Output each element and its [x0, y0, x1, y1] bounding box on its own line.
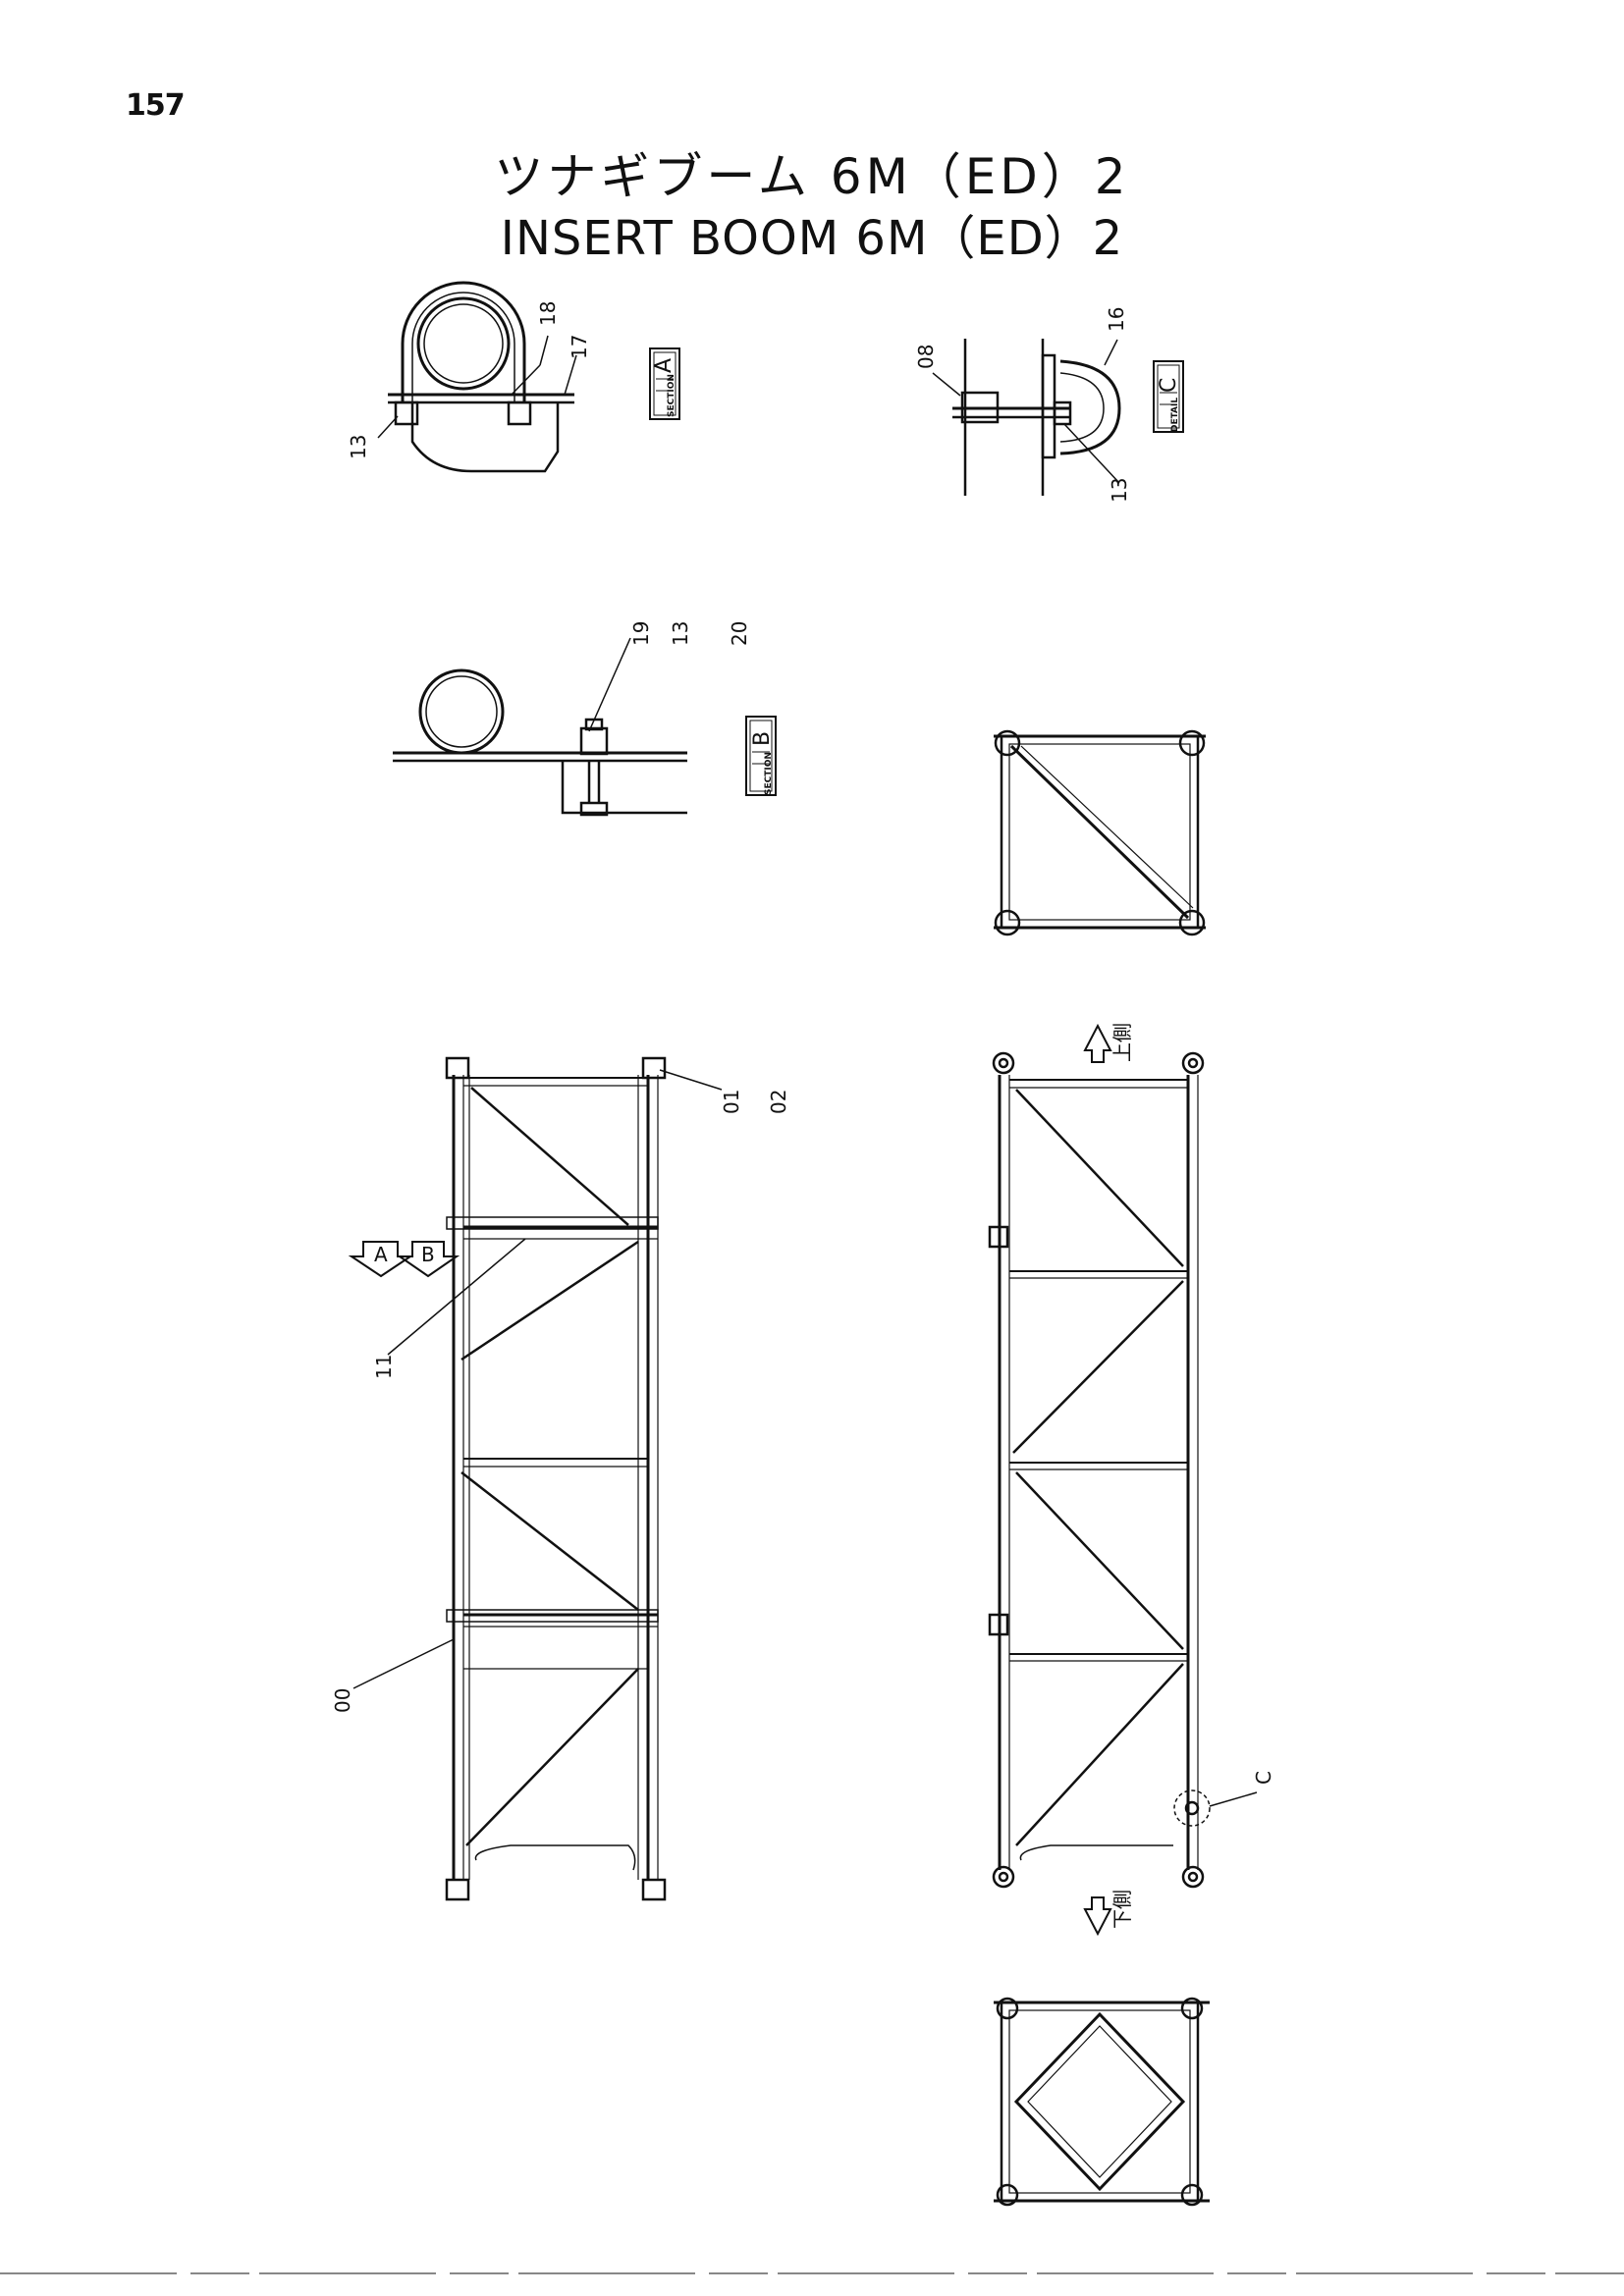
- part-label-00: 00: [331, 1688, 354, 1713]
- end-view-bottom: [994, 1997, 1210, 2207]
- part-label-17: 17: [568, 335, 591, 359]
- part-label-18: 18: [536, 301, 560, 326]
- section-a-labels: 13 17 18 A SECTION: [347, 301, 677, 459]
- section-b-labels: 19 13 20 B SECTION: [629, 621, 775, 795]
- side-view: [348, 1056, 723, 1901]
- part-label-11: 11: [372, 1355, 396, 1379]
- section-b-view: [393, 637, 777, 817]
- part-label-13: 13: [347, 435, 370, 459]
- title-japanese: ツナギブーム 6M（ED）2: [494, 148, 1130, 205]
- section-b-tag: SECTION: [764, 752, 774, 795]
- section-a-view: [377, 281, 680, 473]
- bottom-side-mark: 下側: [1110, 1890, 1134, 1929]
- front-view: [988, 1023, 1258, 1937]
- section-arrow-a-label: A: [374, 1243, 388, 1266]
- page-number: 157: [126, 88, 186, 123]
- front-view-labels: C 上側 下側: [1110, 1023, 1275, 1929]
- detail-c-tag: DETAIL: [1170, 398, 1180, 432]
- section-a-letter: A: [652, 358, 677, 373]
- part-label-19: 19: [629, 621, 653, 646]
- detail-c-letter: C: [1157, 378, 1181, 393]
- part-label-08: 08: [914, 345, 938, 369]
- part-label-16: 16: [1105, 307, 1128, 332]
- section-b-letter: B: [750, 731, 775, 746]
- section-a-tag: SECTION: [667, 374, 677, 417]
- detail-c-labels: 08 16 13 C DETAIL: [914, 307, 1181, 503]
- part-label-20: 20: [728, 621, 751, 646]
- part-label-02: 02: [767, 1090, 790, 1114]
- top-side-mark: 上側: [1110, 1023, 1134, 1062]
- detail-c-view: [932, 339, 1184, 496]
- detail-c-callout: C: [1252, 1771, 1275, 1785]
- title-english: INSERT BOOM 6M（ED）2: [500, 211, 1124, 266]
- part-label-01: 01: [720, 1090, 743, 1114]
- side-view-labels: 01 02 11 00 A B: [331, 1090, 790, 1713]
- end-view-top: [994, 729, 1206, 936]
- part-label-13c: 13: [669, 621, 692, 646]
- part-label-13b: 13: [1108, 478, 1131, 503]
- section-arrow-b-label: B: [421, 1243, 435, 1266]
